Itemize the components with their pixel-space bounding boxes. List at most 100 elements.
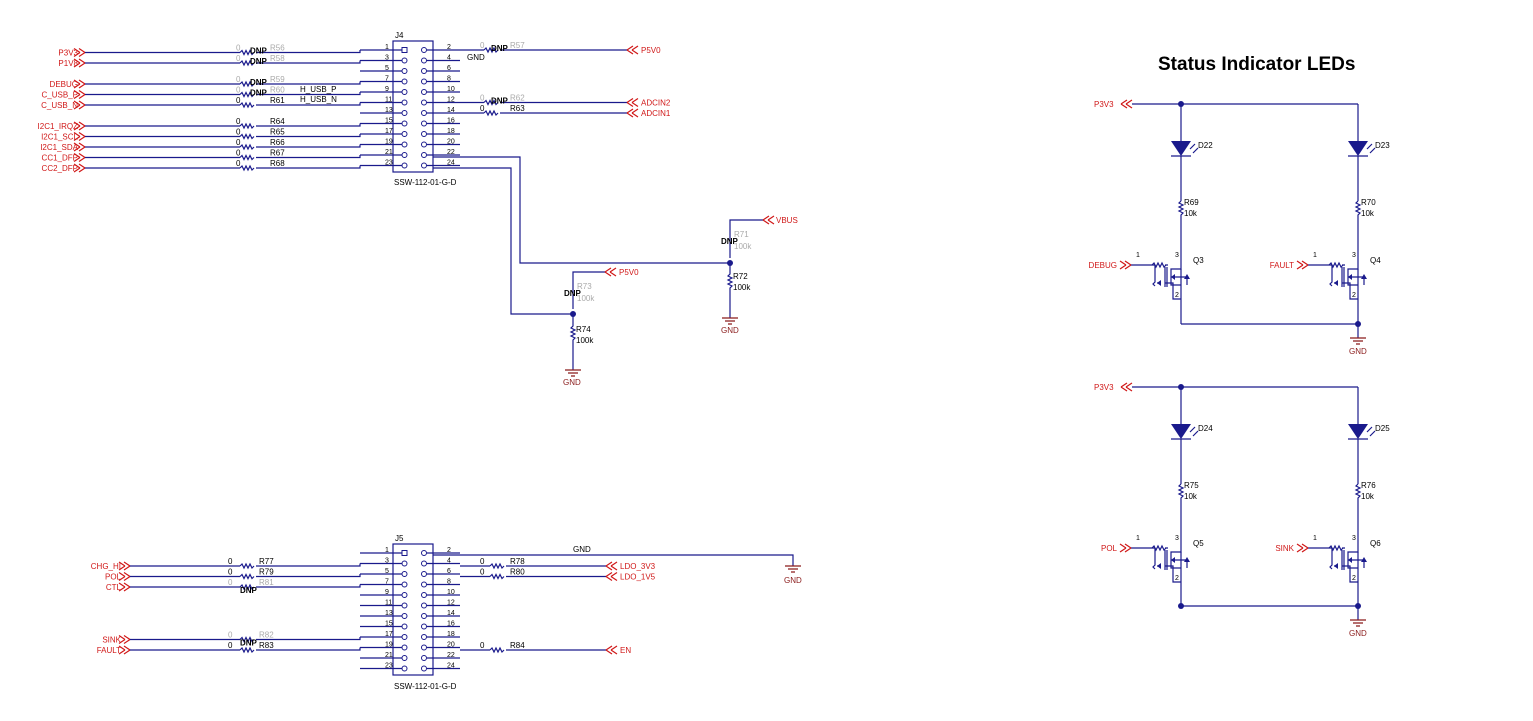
j5-part: SSW-112-01-G-D: [394, 682, 457, 691]
res-value: 0: [236, 128, 241, 137]
pin-number: 2: [447, 547, 451, 554]
pin-number: 2: [1352, 292, 1356, 299]
pin-number: 18: [447, 128, 455, 135]
pin-number: 23: [385, 663, 393, 670]
net-flag: P3V3: [1094, 100, 1114, 109]
pin-number: 11: [385, 97, 392, 104]
net-flag: CC2_DFP: [42, 164, 78, 173]
pin-number: 3: [1352, 535, 1356, 542]
pin-number: 3: [1175, 535, 1179, 542]
res-value: 0: [236, 138, 241, 147]
pin-number: 1: [385, 44, 389, 51]
pin-number: 23: [385, 160, 393, 167]
net-flag: P1V8: [58, 59, 78, 68]
dnp-label: DNP: [491, 44, 509, 53]
net-flag: C_USB_N: [41, 101, 78, 110]
res-value: 10k: [1361, 492, 1375, 501]
net-flag: SINK: [1275, 544, 1294, 553]
r71-val: 100k: [734, 242, 752, 251]
dnp-label: DNP: [250, 78, 268, 87]
res-ref: R70: [1361, 198, 1376, 207]
pin-number: 16: [447, 118, 455, 125]
pin-number: 7: [385, 579, 389, 586]
pin-number: 7: [385, 76, 389, 83]
pin-number: 11: [385, 600, 392, 607]
pin-number: 20: [447, 139, 455, 146]
diode-ref: D22: [1198, 141, 1213, 150]
dnp-label: DNP: [240, 586, 258, 595]
res-value: 10k: [1361, 209, 1375, 218]
vbus-flag: VBUS: [776, 216, 798, 225]
net-flag: POL: [1101, 544, 1118, 553]
net-flag: I2C1_SDA: [40, 143, 78, 152]
res-ref: R83: [259, 641, 274, 650]
diode-ref: D25: [1375, 424, 1390, 433]
pin-number: 17: [385, 128, 393, 135]
j5-gnd-symbol: [785, 565, 801, 573]
res-value: 0: [236, 96, 241, 105]
net-flag: FAULT: [97, 646, 121, 655]
j5-left-row: FAULT 0 R83: [97, 641, 361, 655]
res-value: 0: [228, 557, 233, 566]
section-title: Status Indicator LEDs: [1158, 54, 1355, 75]
r71-ref: R71: [734, 230, 749, 239]
net-flag: FAULT: [1270, 261, 1294, 270]
net-flag: C_USB_P: [42, 91, 78, 100]
net-flag: LDO_3V3: [620, 562, 656, 571]
pin-number: 1: [1136, 252, 1140, 259]
fet-ref: Q5: [1193, 539, 1204, 548]
pin-number: 4: [447, 558, 451, 565]
res-value: 0: [228, 641, 233, 650]
res-value: 0: [228, 568, 233, 577]
res-ref: R66: [270, 138, 285, 147]
res-value: 0: [236, 117, 241, 126]
j4-ref: J4: [395, 31, 404, 40]
pin-number: 16: [447, 621, 455, 628]
dnp-label: DNP: [240, 639, 258, 648]
gnd-label: GND: [1349, 347, 1367, 356]
j4-left-row: CC2_DFP 0 R68: [42, 159, 361, 173]
pin-number: 3: [1352, 252, 1356, 259]
dnp-label: DNP: [250, 89, 268, 98]
net-flag: I2C1_SCL: [41, 133, 78, 142]
res-ref: R79: [259, 568, 274, 577]
j4-left-row: I2C1_SDA 0 R66: [40, 138, 361, 152]
pin-number: 1: [1313, 252, 1317, 259]
pin-number: 8: [447, 76, 451, 83]
led-section: P3V3D22R6910k3Q31DEBUG2D23R7010k3Q41FAUL…: [1089, 99, 1390, 638]
res-value: 0: [236, 44, 241, 53]
pin-number: 20: [447, 642, 455, 649]
res-ref: R63: [510, 104, 525, 113]
wire-pin24: [433, 167, 573, 315]
pin-number: 5: [385, 568, 389, 575]
res-ref: R59: [270, 75, 285, 84]
diode-ref: D23: [1375, 141, 1390, 150]
h-usb-n-label: H_USB_N: [300, 95, 337, 104]
res-value: 0: [480, 94, 485, 103]
res-ref: R68: [270, 159, 285, 168]
net-flag: I2C1_IRQZ: [38, 122, 79, 131]
r73-dnp: DNP: [564, 289, 582, 298]
pin-number: 1: [1136, 535, 1140, 542]
res-value: 0: [236, 159, 241, 168]
res-value: 0: [480, 557, 485, 566]
res-ref: R76: [1361, 481, 1376, 490]
net-flag: CHG_HI: [91, 562, 121, 571]
pin-number: 8: [447, 579, 451, 586]
res-ref: R78: [510, 557, 525, 566]
res-value: 0: [228, 631, 233, 640]
res-ref: R84: [510, 641, 525, 650]
